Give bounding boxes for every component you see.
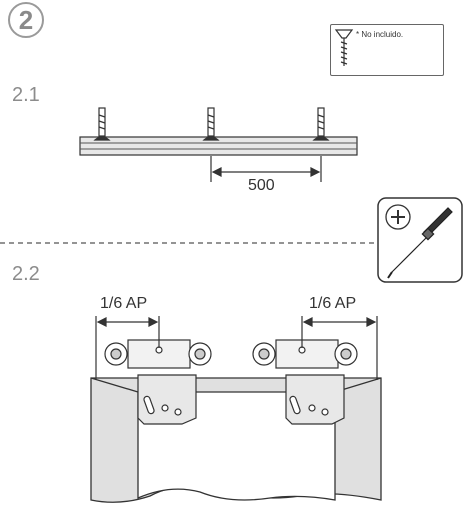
left-offset-dimension [95,316,160,380]
screwdriver-icon [387,207,453,279]
spacing-dimension-line [210,156,322,182]
step-number: 2 [18,4,34,35]
step-number-badge: 2 [8,2,44,38]
rail-screw [202,107,220,141]
substep-label-second: 2.2 [12,263,40,285]
substep-label-first: 2.1 [12,84,40,106]
phillips-head-icon [385,204,411,230]
not-included-text: * No incluido. [356,30,404,39]
right-offset-label: 1/6 AP [309,295,357,312]
right-offset-dimension [301,316,378,380]
screw-icon [334,29,354,66]
right-trolley [252,339,358,425]
rail-profile [79,136,358,156]
screw-spacing-label: 500 [248,177,275,194]
left-offset-label: 1/6 AP [100,295,148,312]
rail-screw [93,107,111,141]
rail-screw [312,107,330,141]
